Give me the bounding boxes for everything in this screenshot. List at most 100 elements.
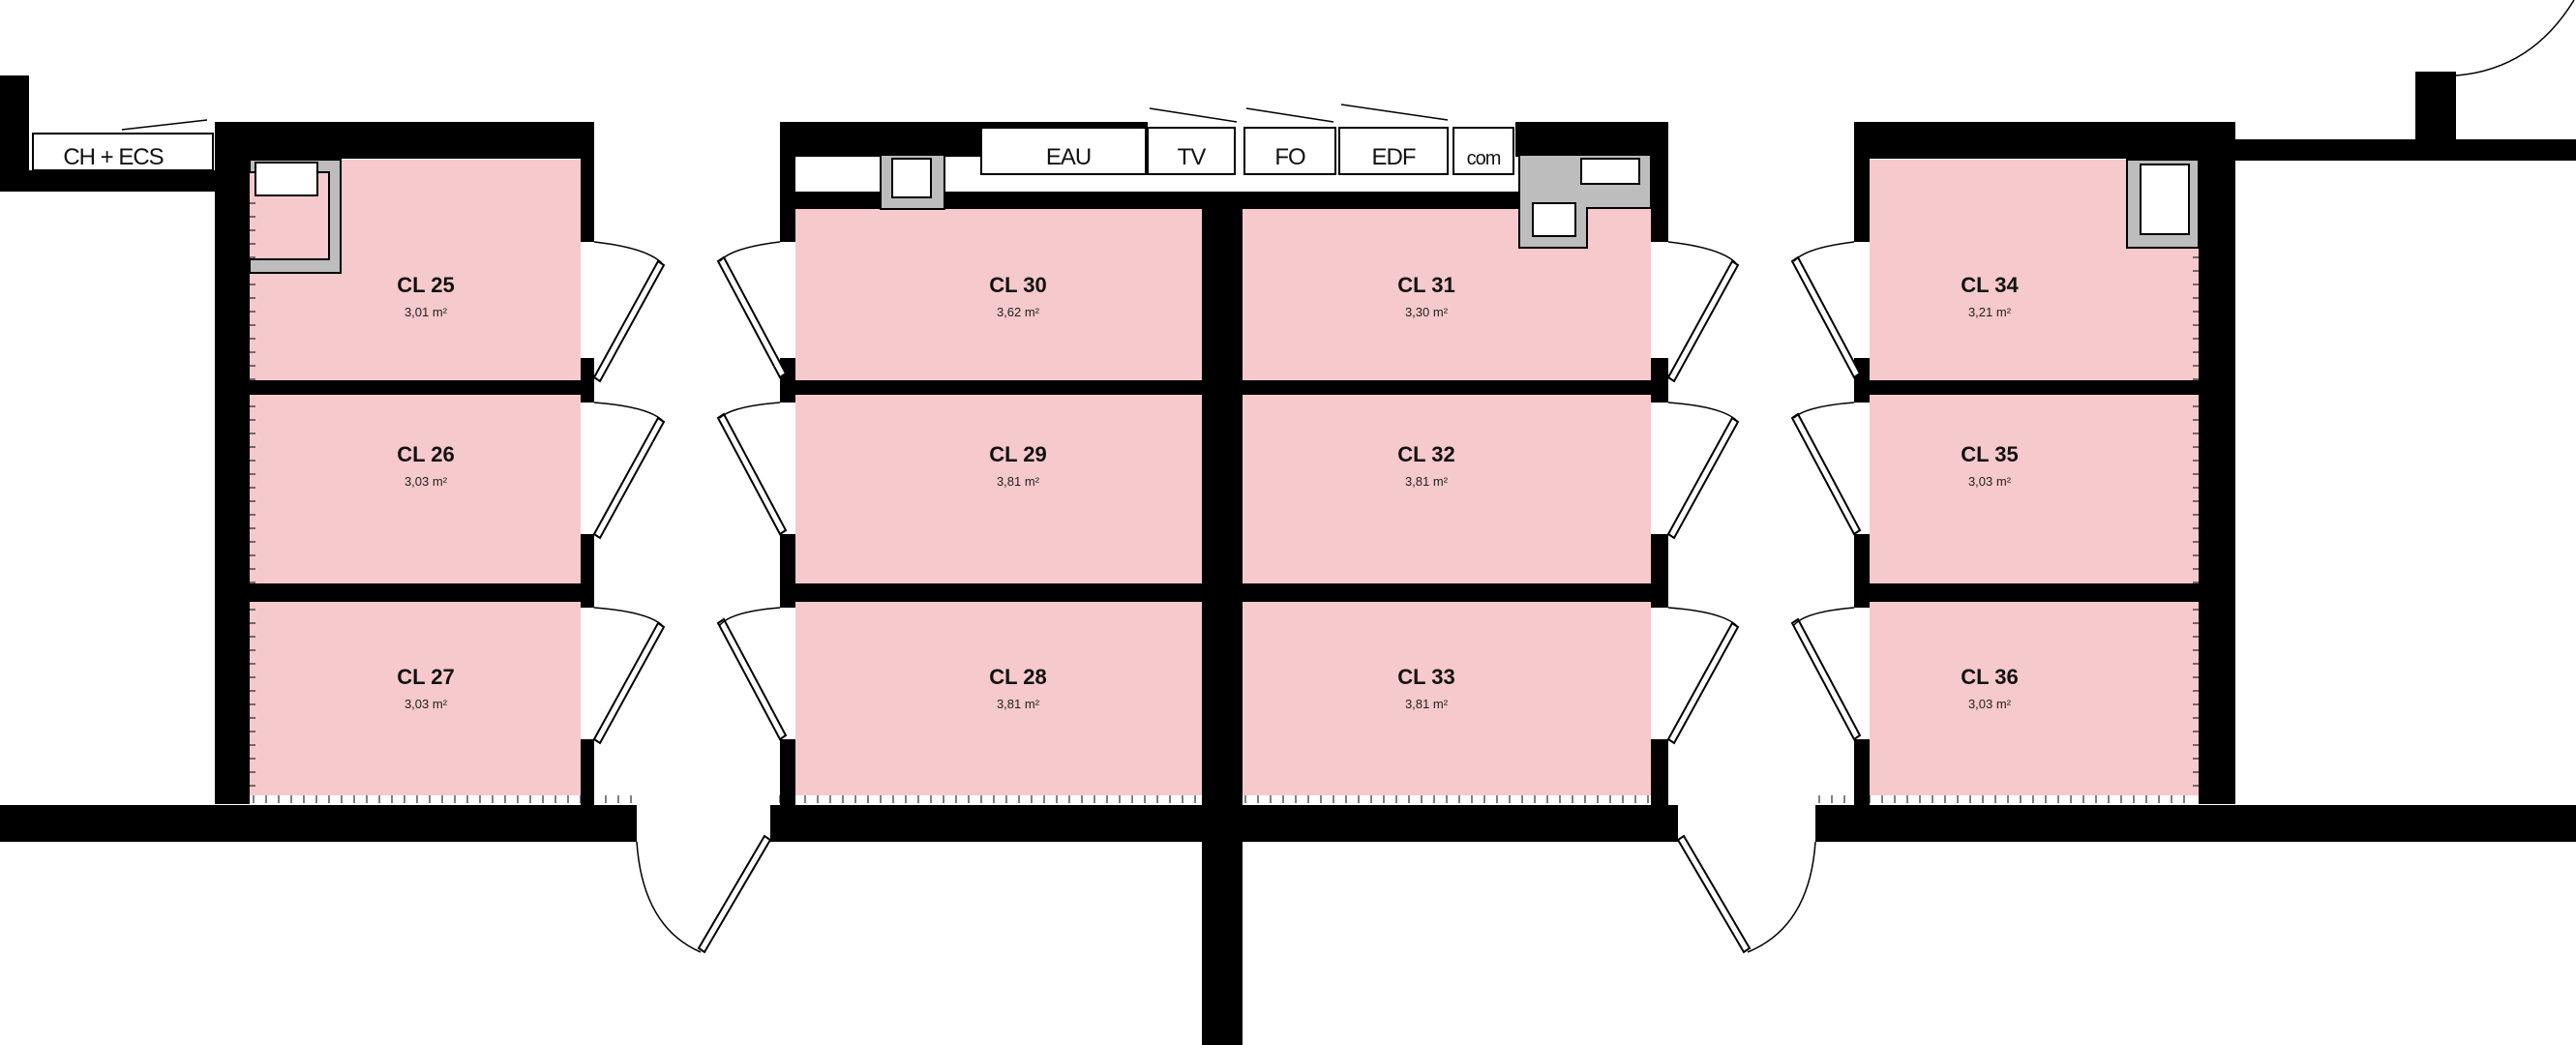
door-cl33[interactable] xyxy=(1666,607,1740,745)
jamb-right-1 xyxy=(1854,358,1870,403)
shaft-ch-ecs-box xyxy=(32,133,214,171)
room-cl36-area: 3,03 m² xyxy=(1968,697,2012,711)
shaft-edf-label: EDF xyxy=(1372,144,1416,170)
wall-right-block-right xyxy=(2199,122,2235,804)
shaft-ch-ecs-label: CH + ECS xyxy=(63,144,163,170)
shaft-edf-box xyxy=(1338,127,1449,175)
partition-cl32-cl33 xyxy=(1243,583,1668,602)
partition-cl31-cl32 xyxy=(1243,380,1668,395)
wall-center-spine xyxy=(1202,192,1243,1045)
partition-cl25-cl26 xyxy=(250,380,594,395)
jamb-center-r-1 xyxy=(1651,358,1668,403)
wall-center-right-top xyxy=(1651,122,1668,242)
door-cl25[interactable] xyxy=(592,241,666,383)
door-cl26[interactable] xyxy=(592,402,666,540)
shaft-fo-label: FO xyxy=(1274,144,1305,170)
wall-bottom-center xyxy=(770,805,1678,842)
room-cl28-name: CL 28 xyxy=(989,665,1047,689)
walls xyxy=(0,72,2576,1045)
partition-cl34-cl35 xyxy=(1854,380,2199,395)
room-labels: CL 25 3,01 m² CL 26 3,03 m² CL 27 3,03 m… xyxy=(397,273,2019,711)
room-cl32-area: 3,81 m² xyxy=(1405,474,1449,489)
jamb-center-l-3 xyxy=(780,739,795,805)
room-cl27-name: CL 27 xyxy=(397,665,455,689)
partition-cl29-cl28 xyxy=(780,583,1202,602)
room-fills xyxy=(250,160,2199,795)
jamb-center-r-2 xyxy=(1651,534,1668,608)
room-cl31-name: CL 31 xyxy=(1397,273,1455,297)
shaft-cl31-box xyxy=(1532,202,1576,237)
room-cl36-fill[interactable] xyxy=(1870,602,2199,795)
room-cl30-name: CL 30 xyxy=(989,273,1047,297)
room-cl28-area: 3,81 m² xyxy=(997,697,1040,711)
room-cl31-area: 3,30 m² xyxy=(1405,305,1449,319)
wall-far-right-post xyxy=(2415,72,2456,161)
partitions xyxy=(250,358,2199,805)
room-cl32-fill[interactable] xyxy=(1243,395,1651,583)
room-cl30-fill[interactable] xyxy=(795,208,1202,380)
shaft-tv-box xyxy=(1147,127,1236,175)
partition-cl30-cl29 xyxy=(780,380,1202,395)
jamb-left-2 xyxy=(581,534,594,608)
jamb-center-r-3 xyxy=(1651,739,1668,805)
room-cl29-area: 3,81 m² xyxy=(997,474,1040,489)
room-cl35-fill[interactable] xyxy=(1870,395,2199,583)
jamb-left-3 xyxy=(581,739,594,805)
room-cl26-area: 3,03 m² xyxy=(404,474,448,489)
jamb-right-3 xyxy=(1854,739,1870,805)
door-exterior-left[interactable] xyxy=(636,834,772,954)
shaft-com-box xyxy=(1453,127,1514,175)
room-cl35-name: CL 35 xyxy=(1961,442,2019,466)
room-cl34-area: 3,21 m² xyxy=(1968,305,2012,319)
corner-shafts xyxy=(249,154,2200,274)
room-cl28-fill[interactable] xyxy=(795,602,1202,795)
wall-center-top-c xyxy=(1515,122,1668,157)
room-cl27-area: 3,03 m² xyxy=(404,697,448,711)
room-cl29-fill[interactable] xyxy=(795,395,1202,583)
shaft-cl30-box xyxy=(891,158,932,198)
shaft-fo-door xyxy=(1245,107,1334,123)
shaft-cl31-box2 xyxy=(1580,158,1640,185)
jamb-center-l-1 xyxy=(780,358,795,403)
room-cl26-name: CL 26 xyxy=(397,442,455,466)
wall-hatching xyxy=(250,202,2199,803)
room-cl30-area: 3,62 m² xyxy=(997,305,1040,319)
shaft-fo-box xyxy=(1243,127,1336,175)
wall-left-block-left xyxy=(215,122,250,804)
jamb-right-2 xyxy=(1854,534,1870,608)
wall-left-block-top xyxy=(215,122,594,159)
shaft-cl25-box xyxy=(255,162,318,196)
door-exterior-right[interactable] xyxy=(1676,834,1816,954)
wall-far-left-top xyxy=(0,170,215,192)
door-cl29[interactable] xyxy=(716,402,788,536)
shaft-cl34-box xyxy=(2140,164,2190,235)
door-top-right[interactable] xyxy=(2455,0,2575,76)
jamb-left-1 xyxy=(581,358,594,403)
doors xyxy=(592,0,2575,954)
door-cl30[interactable] xyxy=(716,241,788,379)
room-cl29-name: CL 29 xyxy=(989,442,1047,466)
door-cl36[interactable] xyxy=(1790,607,1862,741)
shaft-tv-door xyxy=(1149,107,1238,123)
shaft-eau-box xyxy=(980,127,1147,175)
room-cl27-fill[interactable] xyxy=(250,602,581,795)
shaft-edf-door xyxy=(1340,104,1449,121)
jamb-center-l-2 xyxy=(780,534,795,608)
shaft-com-label: com xyxy=(1467,148,1501,169)
door-cl32[interactable] xyxy=(1666,402,1740,540)
network-shafts: CH + ECS EAU TV FO EDF com xyxy=(32,104,1514,175)
door-cl31[interactable] xyxy=(1666,241,1740,383)
room-cl33-fill[interactable] xyxy=(1243,602,1651,795)
door-cl28[interactable] xyxy=(716,607,788,741)
door-cl27[interactable] xyxy=(592,607,666,745)
door-cl35[interactable] xyxy=(1790,402,1862,536)
room-cl33-name: CL 33 xyxy=(1397,665,1455,689)
wall-left-block-right-top xyxy=(581,122,594,242)
door-cl34[interactable] xyxy=(1790,241,1862,379)
shaft-eau-label: EAU xyxy=(1046,144,1091,170)
room-cl26-fill[interactable] xyxy=(250,395,581,583)
room-cl34-name: CL 34 xyxy=(1961,273,2019,297)
wall-right-block-top xyxy=(1854,122,2235,159)
partition-cl35-cl36 xyxy=(1854,583,2199,602)
